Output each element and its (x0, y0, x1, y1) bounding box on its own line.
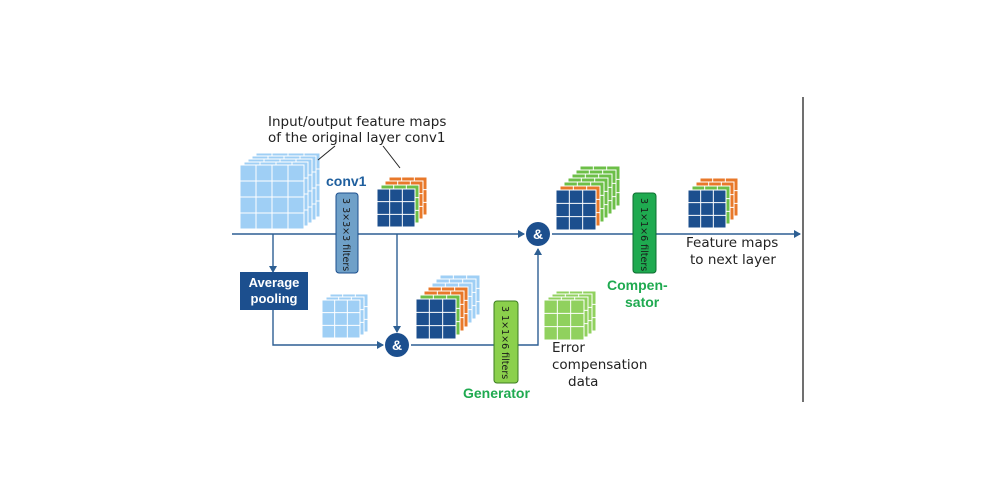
conv1-filter-text: 3 3×3×3 filters (340, 198, 351, 271)
error-data-label-line3: data (568, 374, 598, 390)
original-layer-label-line1: Input/output feature maps (268, 114, 446, 130)
conv1-label: conv1 (326, 173, 367, 189)
pooled-feature-maps (321, 293, 369, 339)
output-label-line1: Feature maps (686, 235, 778, 251)
compensator-label-line1: Compen- (607, 277, 668, 293)
input-feature-maps (239, 152, 321, 230)
error-data-label-line2: compensation (552, 357, 647, 373)
generator-filter-box: 3 1×1×6 filters (493, 300, 519, 384)
pooling-label-line1: Average (249, 275, 300, 290)
concatenated-maps-upper (555, 165, 621, 231)
output-feature-maps (687, 177, 739, 229)
output-label-line2: to next layer (690, 252, 776, 268)
connection-lines (232, 97, 804, 402)
compensator-filter-text: 3 1×1×6 filters (638, 198, 649, 271)
original-layer-label-line2: of the original layer conv1 (268, 130, 445, 146)
conv1-filter-box: 3 3×3×3 filters (335, 192, 359, 274)
generator-label: Generator (463, 385, 530, 401)
label-pointer-left (317, 145, 336, 161)
concatenated-maps-lower (415, 274, 481, 340)
label-pointer-right (382, 145, 401, 169)
conv1-output-maps (376, 176, 428, 228)
average-pooling-box: Average pooling (240, 272, 308, 310)
compensator-filter-box: 3 1×1×6 filters (632, 192, 657, 274)
concat-symbol-lower: & (392, 337, 402, 353)
concat-node-lower: & (385, 333, 409, 357)
error-data-label-line1: Error (552, 340, 585, 356)
pooling-to-concat-line (272, 310, 384, 349)
concat-node-upper: & (526, 222, 550, 246)
error-compensation-maps (543, 290, 597, 341)
compensator-label-line2: sator (625, 294, 660, 310)
pooling-label-line2: pooling (251, 291, 298, 306)
generator-filter-text: 3 1×1×6 filters (499, 306, 510, 379)
feature-map-stacks (239, 152, 739, 341)
concat-to-generator-line (411, 248, 542, 346)
concat-symbol-upper: & (533, 226, 543, 242)
